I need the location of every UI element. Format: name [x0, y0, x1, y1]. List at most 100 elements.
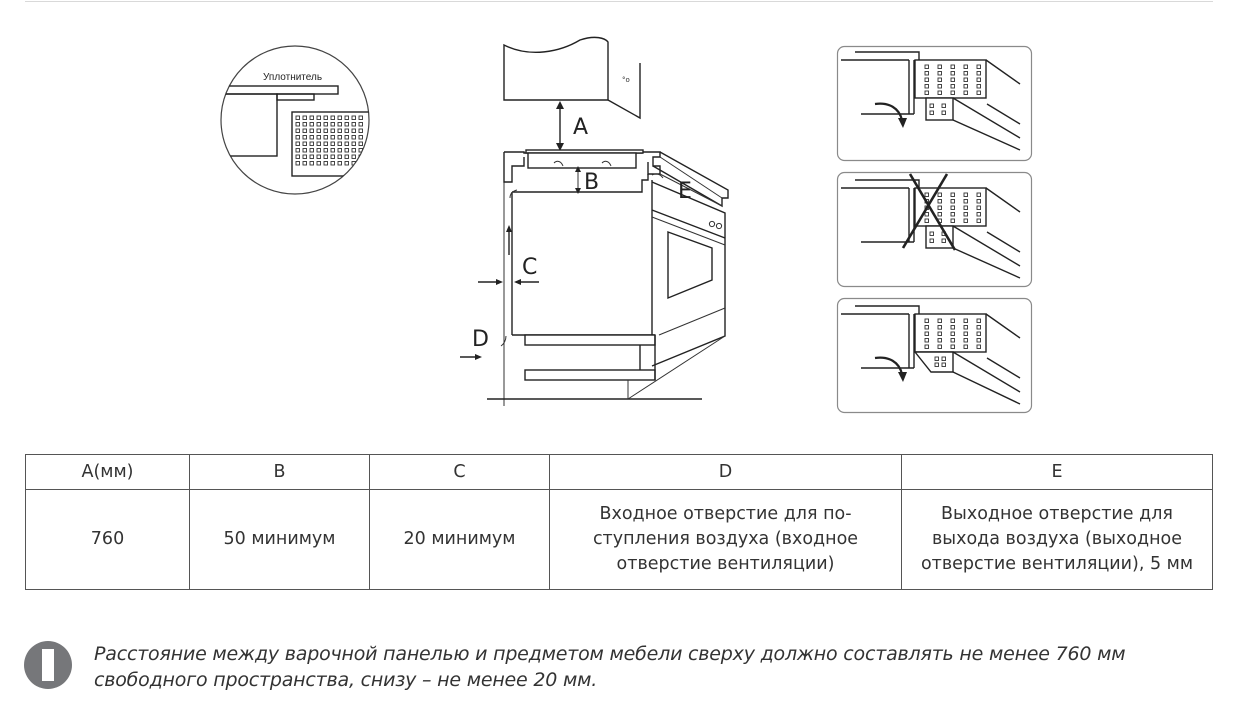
vent-hole [351, 141, 356, 146]
vent-hole [309, 135, 314, 140]
cabinet-side [221, 93, 278, 157]
vent-hole [950, 318, 955, 323]
vent-hole [937, 64, 942, 69]
airflow-arrow-icon [874, 102, 904, 121]
vent-hole [950, 90, 955, 95]
label-a: A [573, 115, 588, 140]
airflow-out-icon [651, 173, 664, 179]
vent-hole [358, 135, 363, 140]
vent-hole [302, 148, 307, 153]
vent-hole [309, 161, 314, 166]
vent-hole [963, 331, 968, 336]
side-worktop [652, 151, 729, 208]
vent-hole [924, 325, 929, 330]
install-variant-3 [836, 297, 1033, 414]
vent-hole [976, 218, 981, 223]
vent-hole [976, 77, 981, 82]
vent-hole [330, 161, 335, 166]
airflow-curve-icon [509, 189, 518, 199]
vent-hole [316, 115, 321, 120]
vent-hole [295, 122, 300, 127]
vent-hole [295, 128, 300, 133]
vent-hole [950, 199, 955, 204]
oven-front [651, 181, 726, 367]
vent-hole [316, 154, 321, 159]
vent-hole [337, 135, 342, 140]
value-c: 20 минимум [369, 489, 550, 590]
vent-hole [963, 338, 968, 343]
arrow-up-icon [506, 225, 512, 232]
vent-hole [330, 135, 335, 140]
vent-hole [323, 161, 328, 166]
clearance-table: A(мм) B C D E 760 50 минимум 20 минимум … [25, 454, 1213, 590]
vent-hole [976, 199, 981, 204]
value-d-line: отверстие вентиляции) [616, 554, 835, 574]
vent-hole [976, 192, 981, 197]
vent-hole [330, 115, 335, 120]
vent-hole [941, 110, 946, 115]
vent-hole [941, 238, 946, 243]
airflow-in-icon [500, 335, 507, 347]
label-d: D [472, 327, 489, 352]
vent-hole [924, 318, 929, 323]
hob-body [291, 111, 369, 177]
vent-hole [963, 325, 968, 330]
vent-hole [963, 205, 968, 210]
value-e: Выходное отверстие для выхода воздуха (в… [901, 489, 1213, 590]
plinth-top [524, 334, 656, 346]
header-d: D [549, 454, 902, 490]
vent-hole [937, 192, 942, 197]
label-b: B [584, 170, 599, 195]
vent-hole [295, 141, 300, 146]
vent-grid [924, 318, 981, 367]
knob-icon [708, 220, 716, 228]
arrow-down-icon [898, 118, 907, 128]
vent-hole [302, 115, 307, 120]
value-e-line: выхода воздуха (выходное [931, 529, 1183, 549]
vent-grid [924, 64, 981, 115]
vent-hole [929, 231, 934, 236]
vent-hole [302, 128, 307, 133]
vent-hole [295, 154, 300, 159]
vent-hole [924, 77, 929, 82]
wall-cabinet [503, 36, 609, 101]
vent-hole [963, 199, 968, 204]
vent-hole [309, 148, 314, 153]
vent-hole [929, 103, 934, 108]
vent-grid [295, 115, 363, 166]
vent-hole [330, 122, 335, 127]
value-d-line: Входное отверстие для по- [599, 504, 852, 524]
vent-hole [950, 218, 955, 223]
vent-hole [924, 90, 929, 95]
vent-hole [950, 84, 955, 89]
vent-hole [351, 128, 356, 133]
hob-base [925, 97, 954, 121]
vent-hole [950, 338, 955, 343]
vent-hole [934, 356, 939, 361]
header-e: E [901, 454, 1213, 490]
vent-hole [937, 199, 942, 204]
value-b: 50 минимум [189, 489, 370, 590]
label-e: E [678, 179, 692, 204]
vent-hole [976, 325, 981, 330]
vent-hole [358, 161, 363, 166]
vent-hole [950, 77, 955, 82]
vent-hole [337, 141, 342, 146]
vent-hole [950, 192, 955, 197]
vent-hole [337, 128, 342, 133]
header-b: B [189, 454, 370, 490]
hob-body [914, 313, 987, 353]
vent-hole [976, 205, 981, 210]
vent-hole [344, 122, 349, 127]
vent-hole [950, 325, 955, 330]
vent-hole [316, 122, 321, 127]
arrow-right-icon [475, 354, 482, 360]
info-exclamation-icon [24, 641, 72, 689]
vent-hole [950, 64, 955, 69]
hob-base [925, 225, 954, 249]
vent-hole [344, 135, 349, 140]
vent-hole [941, 103, 946, 108]
vent-hole [295, 161, 300, 166]
vent-hole [337, 148, 342, 153]
arrow-left-icon [514, 279, 521, 285]
